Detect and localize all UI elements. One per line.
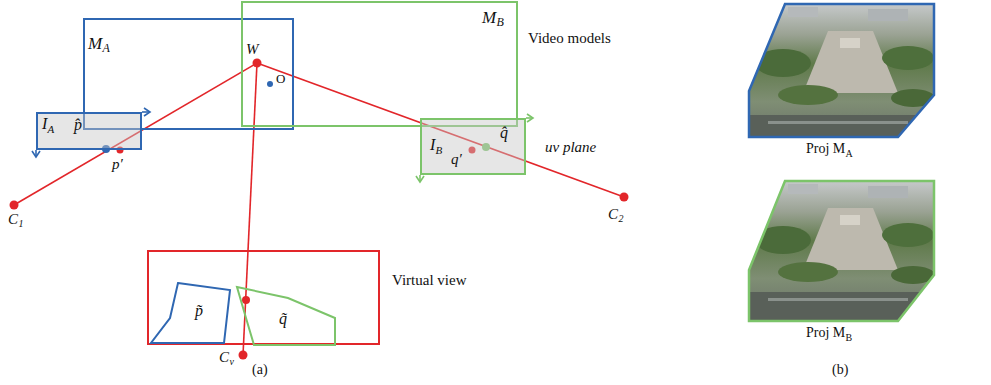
image-plane-box: IB [420, 118, 526, 175]
points [10, 59, 629, 360]
virtual-view-box: Virtual viewp̃q̃ [147, 250, 380, 345]
arrow-head [527, 114, 533, 122]
node-label: I [42, 115, 47, 133]
caption-label: uv plane [545, 139, 596, 156]
arrow-head [144, 108, 150, 116]
node-label: I [430, 136, 435, 154]
point-dot [242, 296, 250, 304]
camera-label: C [8, 211, 18, 228]
point-dot [10, 201, 19, 210]
point-label: p̂ [74, 116, 82, 134]
arrow-head [416, 176, 424, 182]
region-outline [150, 282, 232, 345]
ray-line [243, 63, 257, 355]
panel-label: (b) [832, 362, 848, 378]
node-label: q̃ [279, 310, 287, 328]
camera-subscript: 1 [19, 218, 24, 230]
panel-label: (a) [252, 362, 268, 378]
point-dot [267, 81, 273, 87]
projection-rays [14, 63, 624, 355]
projected-region: p̃ [150, 282, 232, 345]
camera-subscript: 2 [619, 213, 624, 225]
ray-line [257, 63, 624, 197]
image-plane-box: IA [36, 112, 142, 150]
camera-label: C [608, 206, 618, 223]
subscript: A [846, 148, 853, 160]
region-outline [151, 283, 230, 343]
projected-region: q̃ [236, 286, 336, 346]
aerial-image [748, 3, 935, 138]
point-label: p′ [112, 156, 123, 173]
subscript: B [497, 16, 504, 30]
point-dot [253, 59, 262, 68]
aerial-image [748, 180, 935, 322]
projection-image: Proj MB [748, 180, 935, 322]
point-label: q̂ [500, 124, 508, 142]
uv-axis-arrows [32, 108, 533, 182]
node-label: Proj M [806, 325, 845, 341]
point-dot [239, 351, 248, 360]
node-label: M [88, 34, 102, 54]
point-dot [620, 193, 629, 202]
node-label: M [482, 8, 496, 28]
video-model-box: MB [241, 1, 518, 127]
subscript: B [846, 332, 853, 344]
region-outline [237, 287, 335, 345]
subscript: B [436, 144, 443, 157]
subscript: A [48, 123, 55, 136]
camera-subscript: v [230, 356, 234, 368]
point-label: W [246, 41, 259, 58]
subscript: A [103, 42, 110, 56]
point-label: q′ [451, 151, 462, 168]
point-label: O [276, 72, 285, 87]
ray-line [14, 63, 257, 205]
node-label: Virtual view [392, 272, 467, 289]
node-label: Proj M [806, 141, 845, 157]
camera-label: C [219, 349, 229, 366]
projection-image: Proj MA [748, 3, 935, 138]
node-label: p̃ [195, 302, 203, 320]
caption-label: Video models [528, 30, 611, 47]
arrow-head [32, 151, 40, 157]
